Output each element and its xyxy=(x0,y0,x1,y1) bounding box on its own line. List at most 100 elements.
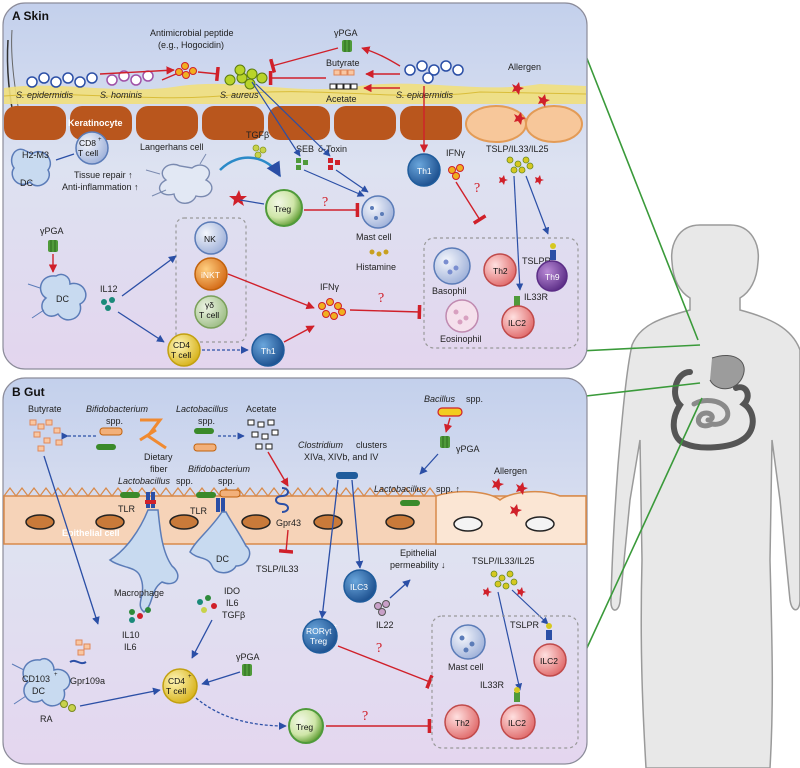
macrophage-label: Macrophage xyxy=(114,588,164,598)
panel-b-heading: B Gut xyxy=(12,385,45,399)
ra-icon xyxy=(60,700,76,712)
cd8-sup-label: + xyxy=(98,137,102,143)
ilc2-label: ILC2 xyxy=(508,318,526,328)
dc-gut-label: DC xyxy=(216,554,229,564)
gpga-left-label: γPGA xyxy=(40,226,64,236)
panel-a-skin: A Skin Keratinocyte S. epidermidis S xyxy=(2,2,588,370)
clostridium-label: Clostridium xyxy=(298,440,344,450)
th1-top-label: Th1 xyxy=(417,166,432,176)
bifido-mid-spp: spp. xyxy=(218,476,235,486)
gpga-gut-icon xyxy=(440,436,450,448)
cd4-tcell-label: T cell xyxy=(171,350,191,360)
dietary-label: Dietary xyxy=(144,452,173,462)
bifido-mid-label: Bifidobacterium xyxy=(188,464,251,474)
th2-gut-icon xyxy=(444,704,480,740)
tlr2-label: TLR xyxy=(190,506,208,516)
eosinophil-icon xyxy=(445,299,479,333)
acetate-label: Acetate xyxy=(326,94,357,104)
butyrate-icon xyxy=(333,69,355,76)
rorgt-treg-icon xyxy=(302,618,338,654)
ilc3-icon xyxy=(343,569,377,603)
bacillus-icon xyxy=(437,407,463,417)
gpr43-icon xyxy=(275,487,289,513)
question-3: ? xyxy=(378,291,384,306)
nk-cell-icon xyxy=(194,221,228,255)
il33r-receptor-icon xyxy=(514,296,520,306)
rorgt-treg-label: Treg xyxy=(310,636,327,646)
clostridium-icon xyxy=(336,472,358,479)
allergen-label: Allergen xyxy=(508,62,541,72)
lacto-top-icon xyxy=(194,428,214,434)
cd103-label: CD103 xyxy=(22,674,50,684)
gut-organs xyxy=(670,355,756,451)
lacto-mid-icon xyxy=(120,492,140,498)
allergen-icon xyxy=(512,82,550,125)
il6b-label: IL6 xyxy=(226,598,239,608)
tslp-gut-icon xyxy=(490,570,518,590)
th9-icon xyxy=(536,260,568,292)
mhc-star-icon xyxy=(229,190,247,206)
th2-label: Th2 xyxy=(493,266,508,276)
s-epidermidis-left-icon xyxy=(26,72,98,88)
il10-label: IL10 xyxy=(122,630,140,640)
ra-label: RA xyxy=(40,714,53,724)
tslp-top-icon xyxy=(506,156,534,174)
bifido-top-label: Bifidobacterium xyxy=(86,404,149,414)
il12-label: IL12 xyxy=(100,284,118,294)
tslpr-gut-label: TSLPR xyxy=(510,620,540,630)
mast-cell-label: Mast cell xyxy=(356,232,392,242)
anti-inflammation-label: Anti-inflammation ↑ xyxy=(62,182,139,192)
lacto-gut-icon-1 xyxy=(96,444,116,450)
panel-a-heading: A Skin xyxy=(12,9,49,23)
treg-label: Treg xyxy=(274,204,291,214)
ifng-mid-icon xyxy=(318,298,346,320)
il6a-label: IL6 xyxy=(124,642,137,652)
mast-cell-gut-label: Mast cell xyxy=(448,662,484,672)
question-gut-1: ? xyxy=(376,641,382,656)
tgfb-gut-label: TGFβ xyxy=(222,610,245,620)
nk-label: NK xyxy=(204,234,216,244)
epithelium-layer xyxy=(3,487,587,545)
ifng-top-label: IFNγ xyxy=(446,148,465,158)
cd103-sup: + xyxy=(54,672,58,678)
epith-perm-a-label: Epithelial xyxy=(400,548,437,558)
langerhans-cell-icon xyxy=(145,153,213,204)
lacto-mid-icon-2 xyxy=(196,492,216,498)
ilc2a-gut-label: ILC2 xyxy=(540,656,558,666)
delta-toxin-label: δ-Toxin xyxy=(318,144,347,154)
mast-cell-gut-icon xyxy=(450,624,486,660)
basophil-label: Basophil xyxy=(432,286,467,296)
butyrate-gut-label: Butyrate xyxy=(28,404,62,414)
ilc2-skin-icon xyxy=(501,305,535,339)
th1-bottom-label: Th1 xyxy=(261,346,276,356)
ifng-mid-label: IFNγ xyxy=(320,282,339,292)
ilc3-label: ILC3 xyxy=(350,582,368,592)
clusters-label: clusters xyxy=(356,440,388,450)
il12-icon xyxy=(101,297,115,311)
il33r-gut-label: IL33R xyxy=(480,680,505,690)
treg-skin-icon xyxy=(265,189,303,227)
il33r-gut-receptor-icon xyxy=(514,692,520,702)
gpga-top-icon xyxy=(342,40,352,52)
cd8-label: CD8 xyxy=(79,138,96,148)
dc-cd103-label: DC xyxy=(32,686,45,696)
dc-lower-label: DC xyxy=(56,294,69,304)
ilc2b-gut-icon xyxy=(500,704,536,740)
s-hominis-label: S. hominis xyxy=(100,90,143,100)
inkt-cell-icon xyxy=(194,257,228,291)
butyrate-gut-icon xyxy=(29,419,63,452)
macrophage-icon xyxy=(108,509,179,613)
histamine-icon xyxy=(369,249,389,257)
hogocidin-label: (e.g., Hogocidin) xyxy=(158,40,224,50)
antimicrobial-peptide-icon xyxy=(175,62,197,79)
bifido-top-icon xyxy=(99,427,123,436)
bifido-top-spp: spp. xyxy=(106,416,123,426)
bifido-gut-icon-2 xyxy=(193,443,217,452)
allergen-gut-icon xyxy=(492,478,528,517)
antimicrobial-peptide-label: Antimicrobial peptide xyxy=(150,28,234,38)
gpga-left-icon xyxy=(48,240,58,252)
gpr109a-icon xyxy=(69,639,91,665)
dc-gut-icon xyxy=(189,511,251,574)
cd4-gut-label: CD4 xyxy=(168,676,185,686)
acetate-icon xyxy=(329,83,358,90)
